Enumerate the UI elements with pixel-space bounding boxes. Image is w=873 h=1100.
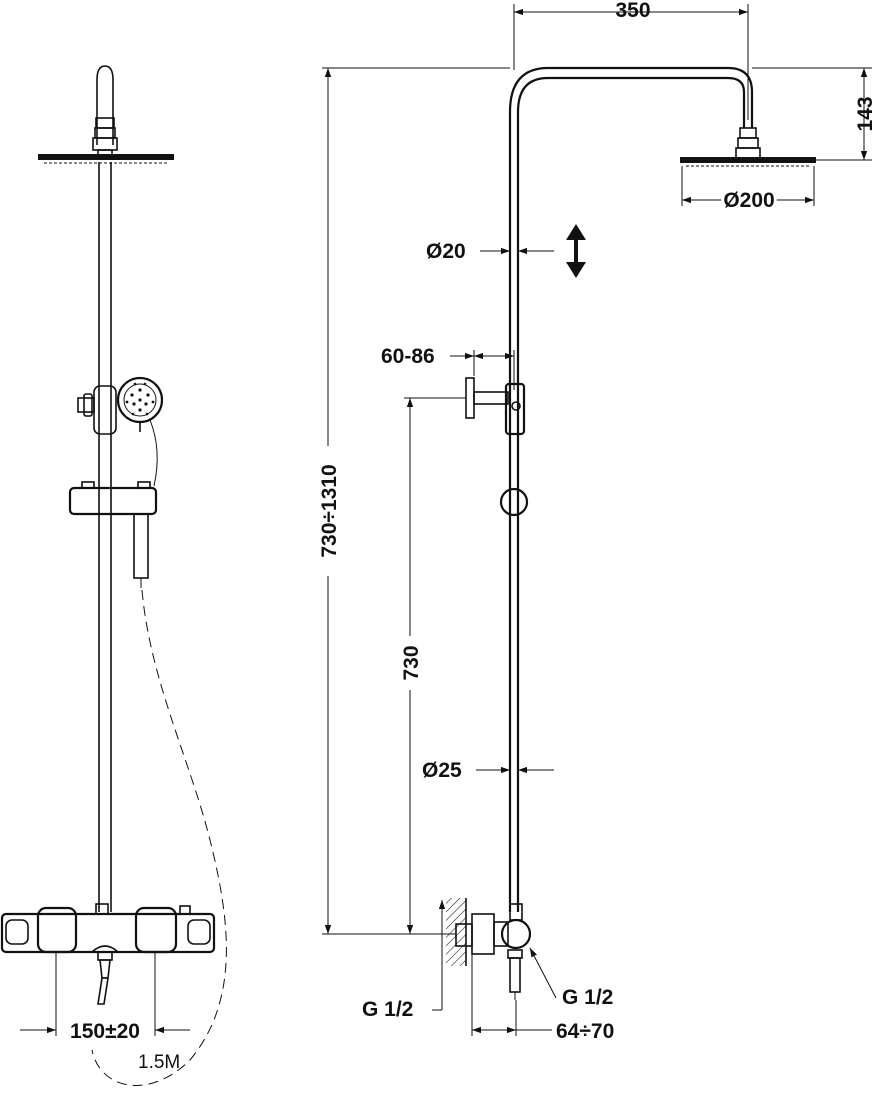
dim-total-height: 730÷1310 — [316, 67, 510, 935]
dim-wall-offset: 64÷70 — [471, 946, 614, 1043]
lower-pipe-label: Ø25 — [422, 759, 462, 782]
dim-head-diameter: Ø200 — [681, 166, 815, 215]
dim-lower-pipe: Ø25 — [422, 759, 554, 782]
slider-offset-label: 60-86 — [381, 345, 435, 368]
front-shower-head — [38, 149, 174, 164]
side-sliding-bracket — [465, 377, 526, 436]
height-adjust-arrow-icon — [566, 224, 586, 278]
front-upper-arm — [92, 65, 118, 151]
total-height-label: 730÷1310 — [318, 464, 341, 557]
dim-inlet-left: G 1/2 — [362, 900, 446, 1021]
front-upper-hose — [149, 419, 158, 487]
dim-upper-pipe: Ø20 — [426, 240, 554, 263]
front-mixer-body — [0, 903, 216, 954]
inlet-left-label: G 1/2 — [362, 998, 413, 1021]
side-view: 350 143 Ø200 Ø20 — [316, 0, 873, 1043]
side-mixer — [446, 898, 532, 1000]
front-hose-dashed — [91, 589, 227, 1086]
side-slider-knob — [499, 487, 529, 517]
front-slider-holder — [68, 481, 158, 588]
side-riser-and-arm — [508, 66, 754, 912]
dim-lower-height: 730 — [398, 397, 466, 934]
dim-slider-offset: 60-86 — [381, 345, 515, 390]
front-hose-outlet — [91, 945, 119, 1005]
head-drop-label: 143 — [854, 96, 873, 131]
dim-head-drop: 143 — [752, 67, 873, 161]
upper-pipe-label: Ø20 — [426, 240, 466, 263]
inlet-right-label: G 1/2 — [562, 986, 613, 1009]
front-diverter — [77, 385, 117, 435]
front-hand-shower — [116, 376, 164, 432]
wall-offset-label: 64÷70 — [556, 1020, 614, 1043]
dim-inlet-spacing: 150±20 — [20, 952, 190, 1043]
lower-height-label: 730 — [400, 645, 423, 680]
side-head-connector — [735, 127, 761, 159]
head-diameter-label: Ø200 — [723, 189, 774, 212]
arm-width-label: 350 — [615, 0, 650, 22]
dim-inlet-right: G 1/2 — [529, 947, 613, 1009]
side-shower-head — [680, 157, 816, 167]
front-view: 150±20 1.5M — [0, 65, 227, 1086]
dim-arm-width: 350 — [513, 0, 749, 120]
inlet-spacing-label: 150±20 — [70, 1020, 140, 1043]
hose-length-label: 1.5M — [138, 1052, 180, 1073]
front-riser-pipe — [98, 162, 112, 912]
